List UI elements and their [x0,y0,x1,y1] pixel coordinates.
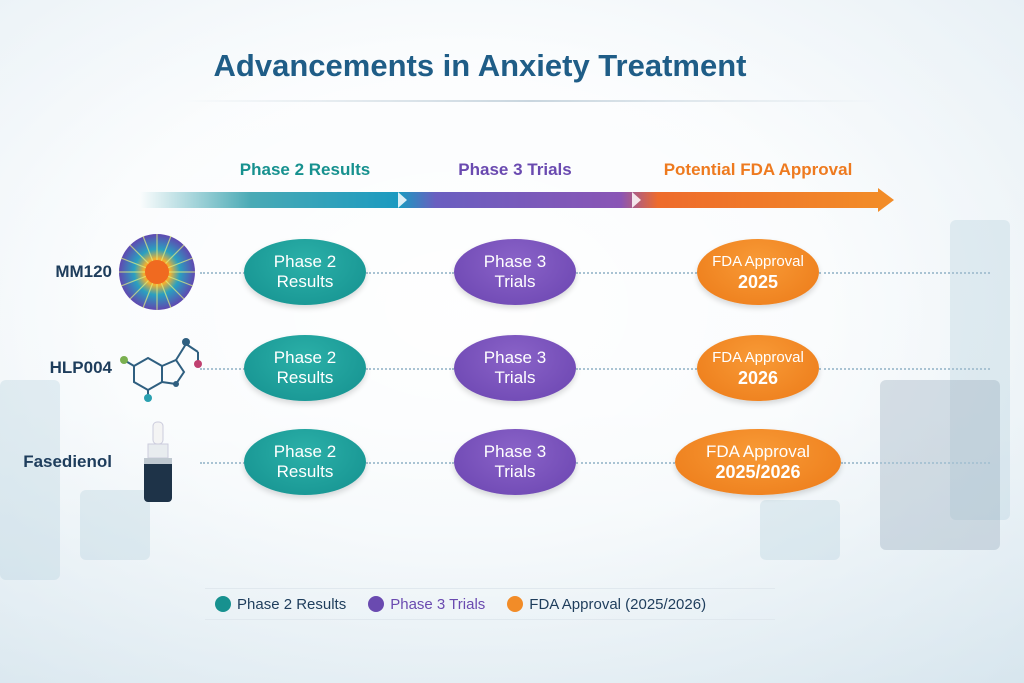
page-title: Advancements in Anxiety Treatment [213,48,747,83]
lab-beaker-bg [80,490,150,560]
node-year: 2025 [737,272,779,292]
node-line: FDA Approval [712,349,804,366]
node-line: FDA Approval [712,253,804,270]
legend-item-phase3: Phase 3 Trials [368,596,485,613]
node-line: Phase 3 [483,442,547,461]
lab-bottle-bg [950,220,1010,520]
connector [366,368,454,370]
mandala-icon [119,234,195,310]
title-divider [180,100,880,102]
node-line: Results [276,462,334,481]
microscope-bg [880,380,1000,550]
lab-glassware-bg [0,380,60,580]
connector [819,272,990,274]
connector [576,368,697,370]
purple-dot-icon [368,596,385,612]
phase-header-3: Phase 3 Trials [458,160,572,179]
node-line: Results [276,368,334,387]
connector [576,462,675,464]
chevron-icon [398,192,407,208]
legend-item-phase2: Phase 2 Results [215,596,346,613]
connector [200,272,245,274]
molecule-icon [120,338,202,402]
node-line: Phase 3 [483,252,547,271]
legend: Phase 2 Results Phase 3 Trials FDA Appro… [205,588,775,620]
drug-label: MM120 [55,262,112,281]
connector [819,368,990,370]
connector [841,462,990,464]
nasal-spray-icon [144,421,172,502]
legend-label: Phase 3 Trials [390,595,486,613]
connector [576,272,697,274]
node-line: Phase 2 [273,348,337,367]
lab-flask-bg [760,500,840,560]
connector [366,462,454,464]
node-line: Trials [494,272,536,291]
legend-label: Phase 2 Results [237,595,347,613]
node-line: Results [276,272,334,291]
node-line: Trials [494,462,536,481]
connector [200,462,245,464]
node-year: 2025/2026 [715,462,801,482]
legend-label: FDA Approval (2025/2026) [529,595,707,613]
node-line: Phase 2 [273,252,337,271]
node-line: Phase 3 [483,348,547,367]
connector [200,368,245,370]
phase-header-fda: Potential FDA Approval [663,160,853,179]
orange-dot-icon [507,596,524,612]
drug-label: Fasedienol [23,452,112,471]
chevron-icon [632,192,641,208]
phase-header-2: Phase 2 Results [239,160,371,179]
teal-dot-icon [215,596,231,612]
node-line: Phase 2 [273,442,337,461]
fda-node: FDA Approval 2026 [697,335,819,401]
legend-item-fda: FDA Approval (2025/2026) [507,596,706,613]
fda-node: FDA Approval 2025 [697,239,819,305]
node-line: FDA Approval [706,442,810,461]
node-line: Trials [494,368,536,387]
node-year: 2026 [737,368,779,388]
connector [366,272,454,274]
drug-label: HLP004 [49,358,112,377]
arrow-head-icon [878,188,894,212]
timeline-arrow [140,192,880,208]
